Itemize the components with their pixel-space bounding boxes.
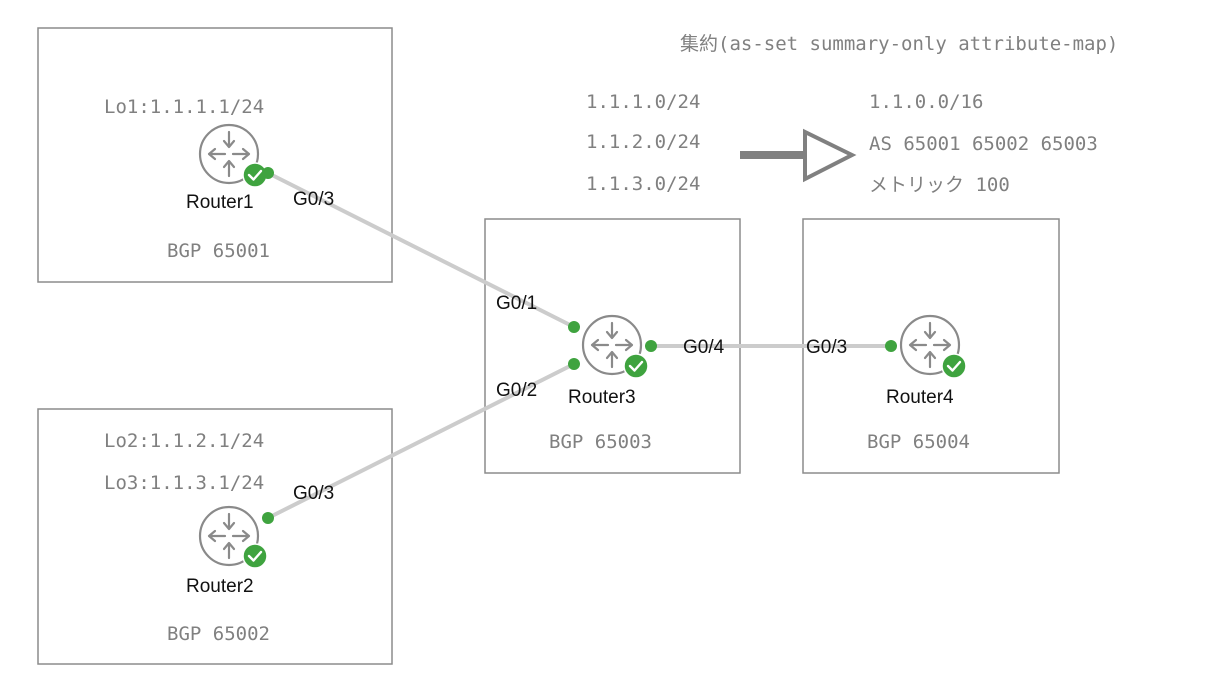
port-dot[interactable] xyxy=(262,167,274,179)
status-ok-icon xyxy=(622,352,650,380)
router-name: Router3 xyxy=(568,387,636,408)
summary-as-path: AS 65001 65002 65003 xyxy=(869,133,1098,155)
summary-metric: メトリック 100 xyxy=(869,174,1010,196)
port-label: G0/3 xyxy=(293,189,334,210)
router1[interactable]: Lo1:1.1.1.1/24 Router1 G0/3 BGP 65001 xyxy=(104,96,334,262)
router-name: Router4 xyxy=(886,387,954,408)
loopback-label: Lo2:1.1.2.1/24 xyxy=(104,430,264,452)
router2[interactable]: Lo2:1.1.2.1/24 Lo3:1.1.3.1/24 Router2 G0… xyxy=(104,430,334,645)
as-label: BGP 65003 xyxy=(549,431,652,453)
port-label: G0/1 xyxy=(496,293,537,314)
loopback-label: Lo1:1.1.1.1/24 xyxy=(104,96,264,118)
port-label: G0/4 xyxy=(683,337,725,358)
input-prefix: 1.1.1.0/24 xyxy=(586,91,700,113)
as-label: BGP 65004 xyxy=(867,431,970,453)
router-name: Router2 xyxy=(186,576,254,597)
link-r2-r3[interactable] xyxy=(266,362,576,520)
port-dot[interactable] xyxy=(568,358,580,370)
status-ok-icon xyxy=(940,352,968,380)
link-r1-r3[interactable] xyxy=(266,171,576,329)
hollow-right-arrow-icon xyxy=(740,128,857,183)
loopback-label: Lo3:1.1.3.1/24 xyxy=(104,472,264,494)
as-label: BGP 65001 xyxy=(167,240,270,262)
status-ok-icon xyxy=(241,542,269,570)
as-label: BGP 65002 xyxy=(167,623,270,645)
router3[interactable]: G0/1 G0/2 G0/4 Router3 BGP 65003 xyxy=(496,293,725,453)
port-dot[interactable] xyxy=(568,321,580,333)
input-prefix: 1.1.3.0/24 xyxy=(586,173,700,195)
port-dot[interactable] xyxy=(885,340,897,352)
input-prefix: 1.1.2.0/24 xyxy=(586,131,700,153)
summary-prefix: 1.1.0.0/16 xyxy=(869,91,983,113)
port-dot[interactable] xyxy=(262,512,274,524)
port-label: G0/3 xyxy=(293,483,334,504)
router4[interactable]: G0/3 Router4 BGP 65004 xyxy=(806,314,970,453)
port-dot[interactable] xyxy=(645,340,657,352)
summary-title: 集約(as-set summary-only attribute-map) xyxy=(680,33,1118,55)
port-label: G0/2 xyxy=(496,380,537,401)
port-label: G0/3 xyxy=(806,337,847,358)
router-name: Router1 xyxy=(186,192,254,213)
